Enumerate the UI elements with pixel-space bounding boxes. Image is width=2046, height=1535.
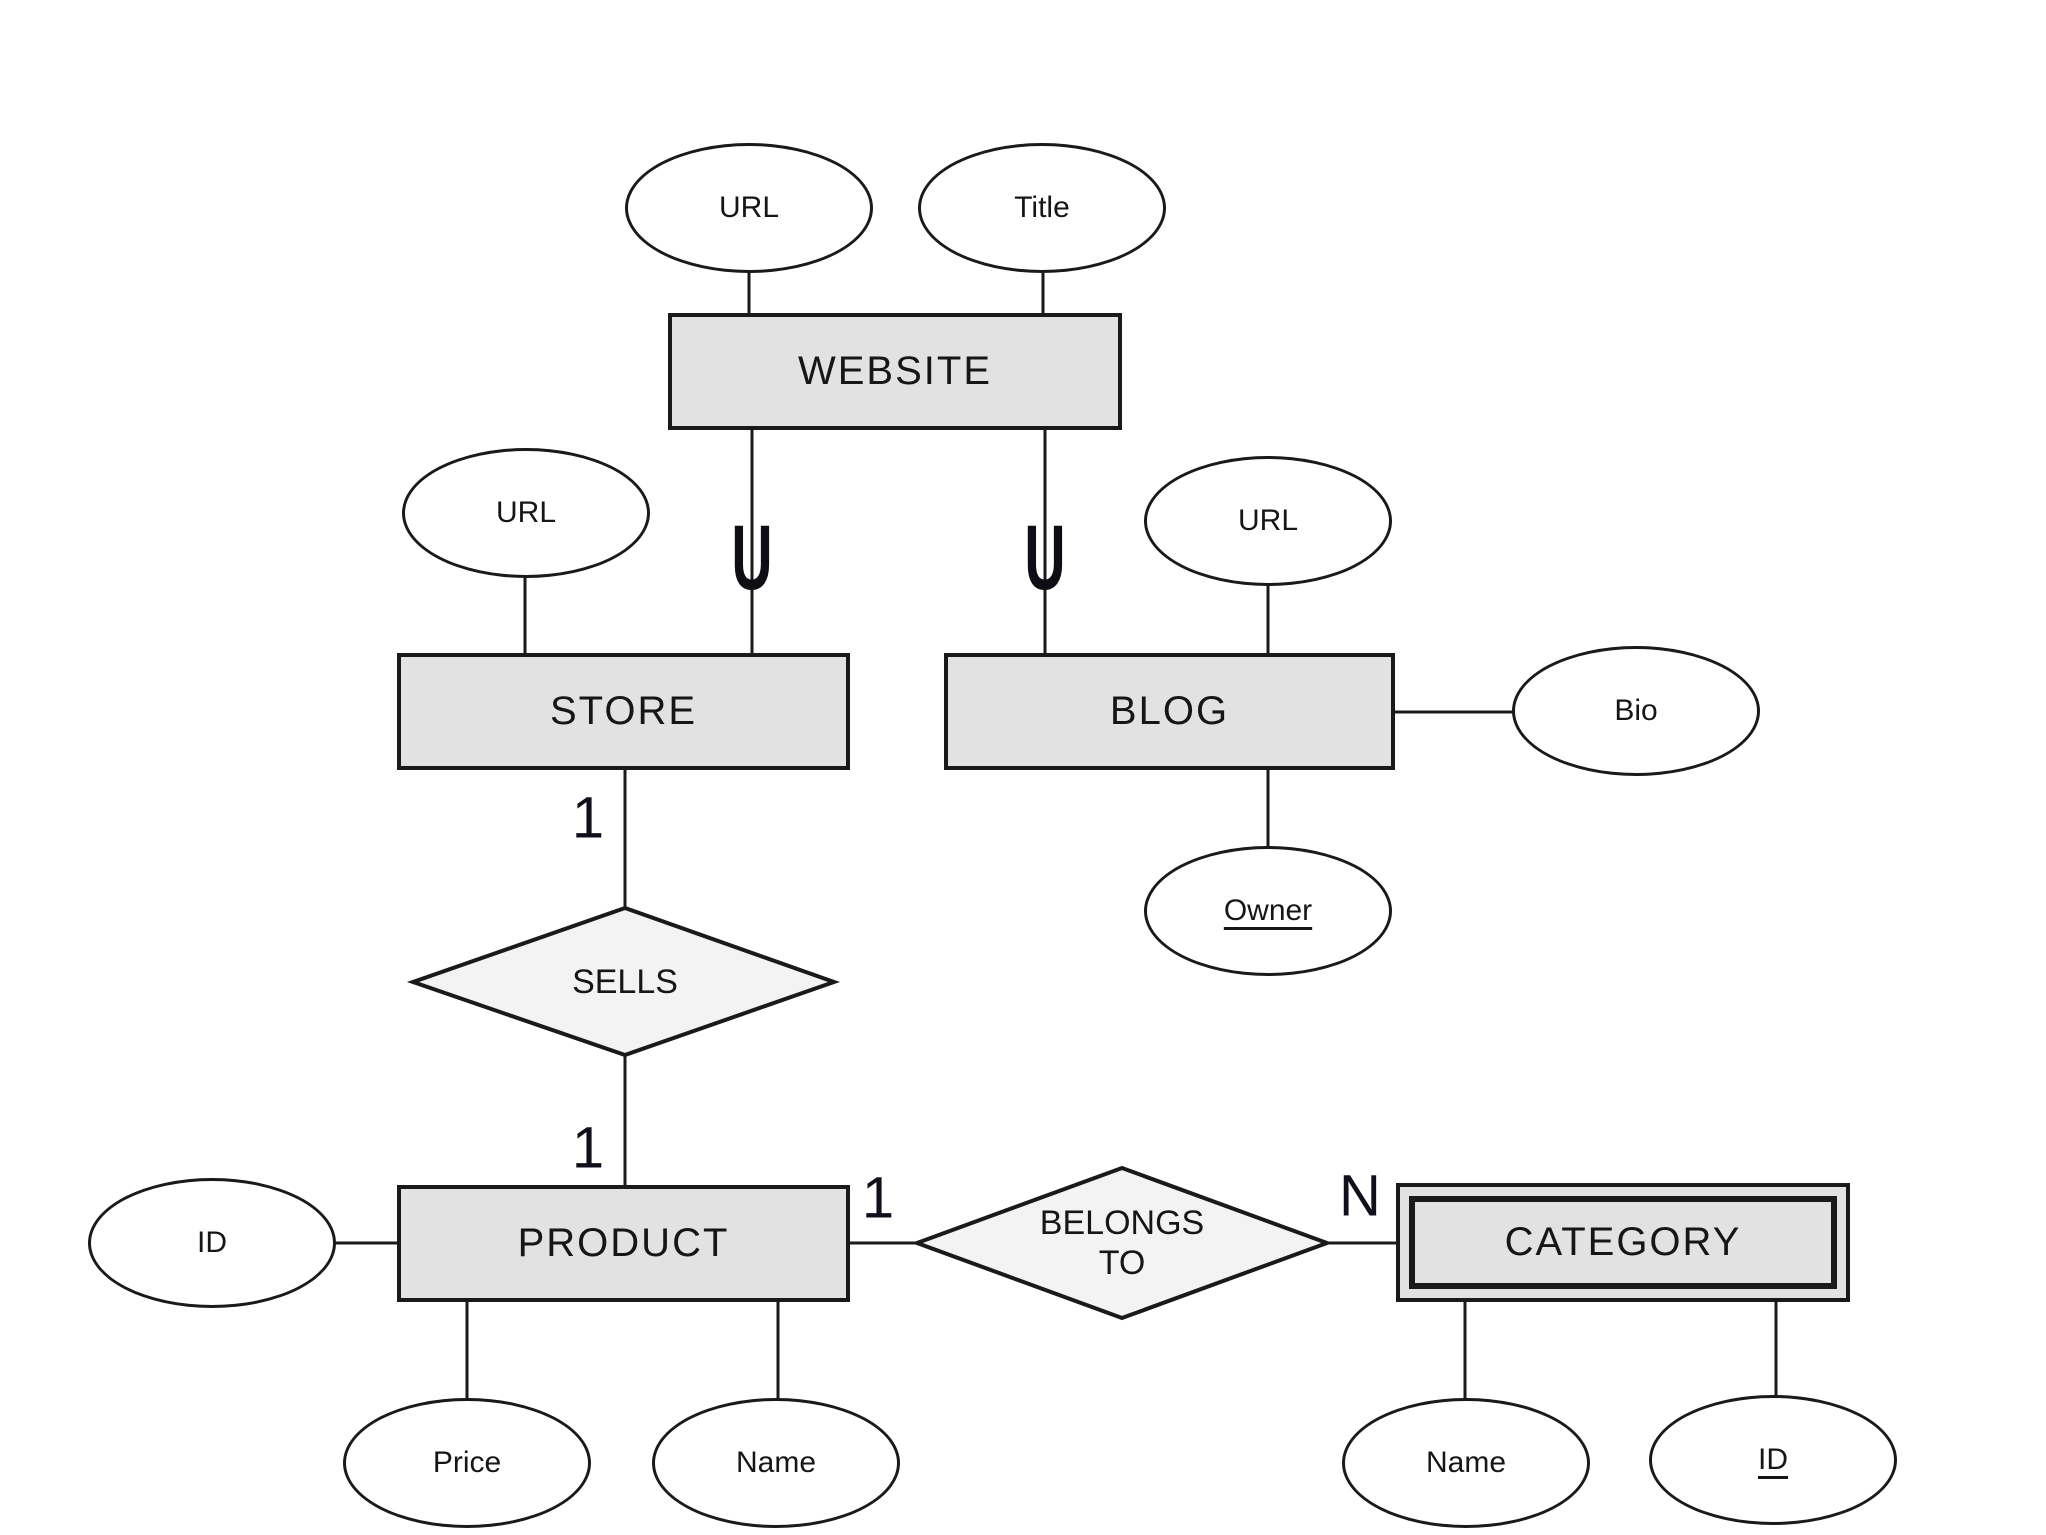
cardinality-sells-product: 1 <box>571 1115 605 1181</box>
relationship-belongs-to-diamond <box>911 1165 1333 1321</box>
attribute-website-url: URL <box>625 143 873 273</box>
cardinality-store-sells: 1 <box>571 785 605 851</box>
entity-store: STORE <box>397 653 850 770</box>
relationship-sells-diamond <box>406 905 841 1058</box>
attribute-product-id: ID <box>88 1178 336 1308</box>
attribute-website-title: Title <box>918 143 1166 273</box>
relationship-belongs-to-label: BELONGS TO <box>1040 1203 1204 1283</box>
entity-website-label: WEBSITE <box>797 349 993 393</box>
attribute-product-id-label: ID <box>197 1226 227 1259</box>
entity-category-label: CATEGORY <box>1504 1220 1742 1264</box>
attribute-product-name-label: Name <box>735 1446 817 1479</box>
relationship-belongs-to-label-line1: BELONGS <box>1039 1203 1205 1242</box>
entity-product-label: PRODUCT <box>517 1221 730 1265</box>
entity-website: WEBSITE <box>668 313 1122 430</box>
attribute-product-price: Price <box>343 1398 591 1528</box>
attribute-store-url-label: URL <box>495 496 556 529</box>
cardinality-product-belongs-to: 1 <box>861 1165 895 1231</box>
attribute-blog-bio: Bio <box>1512 646 1760 776</box>
entity-product: PRODUCT <box>397 1185 850 1302</box>
entity-category: CATEGORY <box>1396 1183 1850 1302</box>
attribute-blog-url: URL <box>1144 456 1392 586</box>
relationship-sells-label: SELLS <box>572 962 678 1001</box>
attribute-blog-owner: Owner <box>1144 846 1392 976</box>
attribute-product-name: Name <box>652 1398 900 1528</box>
attribute-category-id-label: ID <box>1758 1443 1788 1476</box>
entity-store-label: STORE <box>549 689 698 733</box>
attribute-category-name-label: Name <box>1425 1446 1507 1479</box>
attribute-product-price-label: Price <box>432 1446 502 1479</box>
attribute-category-name: Name <box>1342 1398 1590 1528</box>
attribute-store-url: URL <box>402 448 650 578</box>
entity-blog: BLOG <box>944 653 1395 770</box>
attribute-blog-owner-label: Owner <box>1223 894 1313 927</box>
attribute-website-url-label: URL <box>718 191 779 224</box>
isa-subset-symbol-blog: U <box>1024 507 1066 610</box>
attribute-website-title-label: Title <box>1014 191 1070 224</box>
isa-subset-symbol-store: U <box>731 507 773 610</box>
entity-category-inner-border: CATEGORY <box>1409 1196 1837 1289</box>
attribute-blog-bio-label: Bio <box>1614 694 1658 727</box>
entity-blog-label: BLOG <box>1109 689 1230 733</box>
cardinality-belongs-to-category: N <box>1339 1163 1381 1229</box>
attribute-category-id: ID <box>1649 1395 1897 1525</box>
attribute-blog-url-label: URL <box>1237 504 1298 537</box>
relationship-belongs-to-label-line2: TO <box>1098 1244 1146 1282</box>
